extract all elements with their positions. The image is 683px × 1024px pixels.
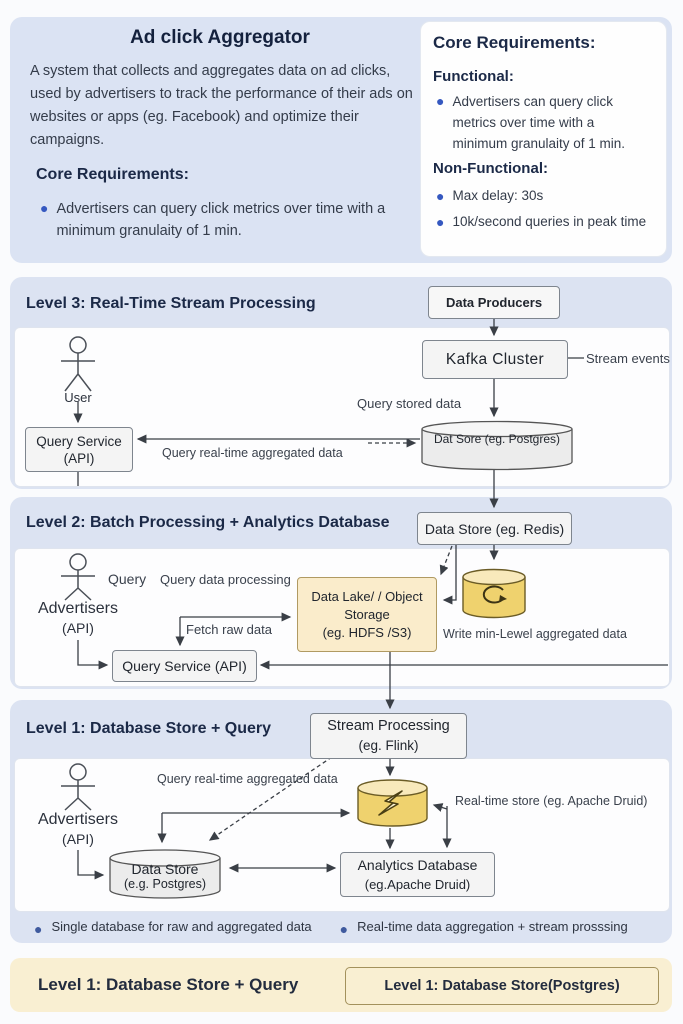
query-service-l3-node: Query Service (API) <box>25 427 133 472</box>
stream-processing-line1: Stream Processing <box>327 718 450 734</box>
footer-note-2-text: Real-time data aggregation + stream pros… <box>357 919 628 934</box>
kafka-cluster-node: Kafka Cluster <box>422 340 568 379</box>
query-service-l2-node: Query Service (API) <box>112 650 257 682</box>
postgres-store-l1-line2: (e.g. Postgres) <box>124 877 206 891</box>
data-lake-line1: Data Lake/ / Object <box>311 588 423 604</box>
query-realtime-l1-label: Query real-time aggregated data <box>157 772 338 786</box>
advertisers-l1-api-label: (API) <box>62 831 94 847</box>
query-service-l3-line2: (API) <box>63 450 95 466</box>
query-service-l2-label: Query Service (API) <box>122 658 247 674</box>
redis-store-label: Data Store (eg. Redis) <box>424 520 565 537</box>
postgres-store-l1-label: Data Store (e.g. Postgres) <box>110 861 220 891</box>
query-label: Query <box>108 571 147 587</box>
fetch-raw-data-label: Fetch raw data <box>186 622 272 637</box>
footer-note-2: ● Real-time data aggregation + stream pr… <box>340 919 628 939</box>
level1-heading: Level 1: Database Store + Query <box>26 720 271 737</box>
data-lake-line3: (eg. HDFS /S3) <box>322 624 412 640</box>
query-stored-data-label: Query stored data <box>357 396 462 411</box>
stream-processing-node: Stream Processing (eg. Flink) <box>310 713 467 759</box>
footer-notes: ● Single database for raw and aggregated… <box>34 919 628 939</box>
non-functional-bullet-1: ● Max delay: 30s <box>436 186 652 206</box>
data-lake-node: Data Lake/ / Object Storage (eg. HDFS /S… <box>297 577 437 652</box>
requirements-heading: Core Requirements: <box>433 33 596 52</box>
non-functional-heading: Non-Functional: <box>433 160 548 177</box>
bullet-icon: ● <box>436 93 445 109</box>
query-service-l3-line1: Query Service <box>36 433 122 449</box>
query-realtime-l3-label: Query real-time aggregated data <box>162 446 343 460</box>
non-functional-bullet-1-text: Max delay: 30s <box>452 188 544 203</box>
data-producers-node: Data Producers <box>428 286 560 319</box>
bullet-icon: ● <box>40 200 49 216</box>
stream-processing-line2: (eg. Flink) <box>358 738 419 753</box>
analytics-database-node: Analytics Database (eg.Apache Druid) <box>340 852 495 897</box>
functional-bullet: ● Advertisers can query click metrics ov… <box>436 91 652 154</box>
bottom-bar-box: Level 1: Database Store(Postgres) <box>345 967 659 1005</box>
postgres-store-l1-line1: Data Store <box>131 861 199 877</box>
data-lake-line2: Storage <box>344 606 390 622</box>
level3-heading: Level 3: Real-Time Stream Processing <box>26 295 316 312</box>
advertisers-l2-label: Advertisers <box>37 600 119 617</box>
bullet-icon: ● <box>339 921 349 937</box>
footer-note-1: ● Single database for raw and aggregated… <box>34 919 312 939</box>
data-producers-label: Data Producers <box>445 295 543 310</box>
bullet-icon: ● <box>436 214 445 230</box>
functional-heading: Functional: <box>433 68 514 85</box>
realtime-store-label: Real-time store (eg. Apache Druid) <box>455 794 648 808</box>
requirements-card <box>420 21 667 257</box>
bottom-bar-box-label: Level 1: Database Store(Postgres) <box>384 978 620 994</box>
stream-events-label: Stream events <box>586 351 670 366</box>
write-min-level-label: Write min-Lewel aggregated data <box>443 627 627 641</box>
intro-core-requirement-item: ● Advertisers can query click metrics ov… <box>40 198 396 242</box>
bullet-icon: ● <box>34 921 43 937</box>
non-functional-bullet-2: ● 10k/second queries in peak time <box>436 212 648 232</box>
analytics-db-line1: Analytics Database <box>357 856 478 873</box>
advertisers-l1-label: Advertisers <box>37 811 119 828</box>
advertisers-l2-api-label: (API) <box>62 620 94 636</box>
level2-heading: Level 2: Batch Processing + Analytics Da… <box>26 514 390 531</box>
page-title: Ad click Aggregator <box>130 27 310 48</box>
bottom-bar-title: Level 1: Database Store + Query <box>38 975 299 994</box>
intro-core-requirements-heading: Core Requirements: <box>36 166 189 183</box>
query-data-processing-label: Query data processing <box>160 572 291 587</box>
bullet-icon: ● <box>436 188 445 204</box>
postgres-store-l3-label: Dat Sore (eg. Postgres) <box>433 432 561 446</box>
user-label: User <box>64 390 92 405</box>
non-functional-bullet-2-text: 10k/second queries in peak time <box>452 214 647 229</box>
functional-bullet-text: Advertisers can query click metrics over… <box>452 94 626 151</box>
intro-core-requirement-text: Advertisers can query click metrics over… <box>56 201 386 239</box>
kafka-cluster-label: Kafka Cluster <box>445 350 545 368</box>
analytics-db-line2: (eg.Apache Druid) <box>364 876 471 892</box>
footer-note-1-text: Single database for raw and aggregated d… <box>51 919 312 934</box>
intro-description: A system that collects and aggregates da… <box>30 63 413 148</box>
redis-store-node: Data Store (eg. Redis) <box>417 512 572 545</box>
